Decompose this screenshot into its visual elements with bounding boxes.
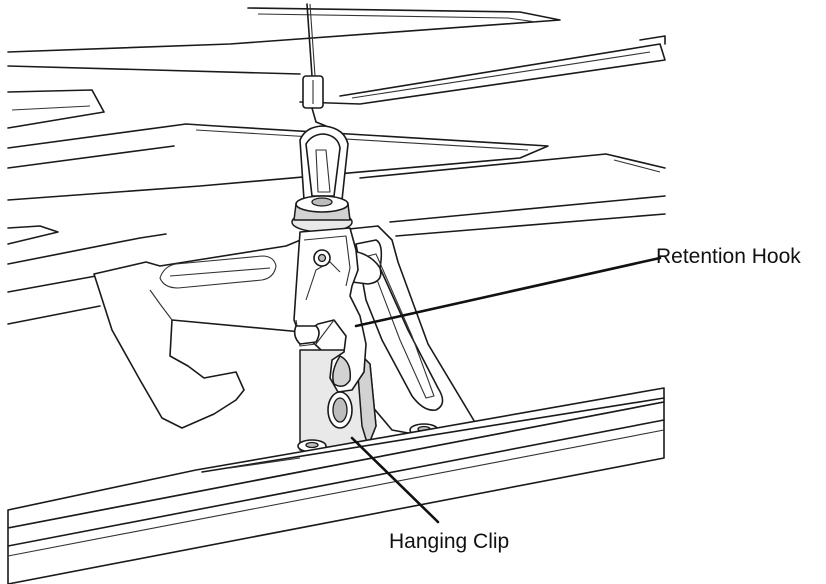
bracket-plate xyxy=(93,225,477,437)
fixture-rail xyxy=(7,387,665,584)
swivel-loop xyxy=(299,125,349,201)
suspension-wire xyxy=(302,3,327,127)
retention-hook-label: Retention Hook xyxy=(656,245,801,268)
retention-hook xyxy=(293,227,367,393)
ceiling-grid-panels xyxy=(7,7,666,325)
hanging-clip-leader xyxy=(350,436,440,524)
retention-hook-leader xyxy=(354,256,662,328)
leader-lines xyxy=(350,256,662,524)
hanging-clip-label: Hanging Clip xyxy=(389,530,510,553)
swivel-nut xyxy=(291,195,353,233)
